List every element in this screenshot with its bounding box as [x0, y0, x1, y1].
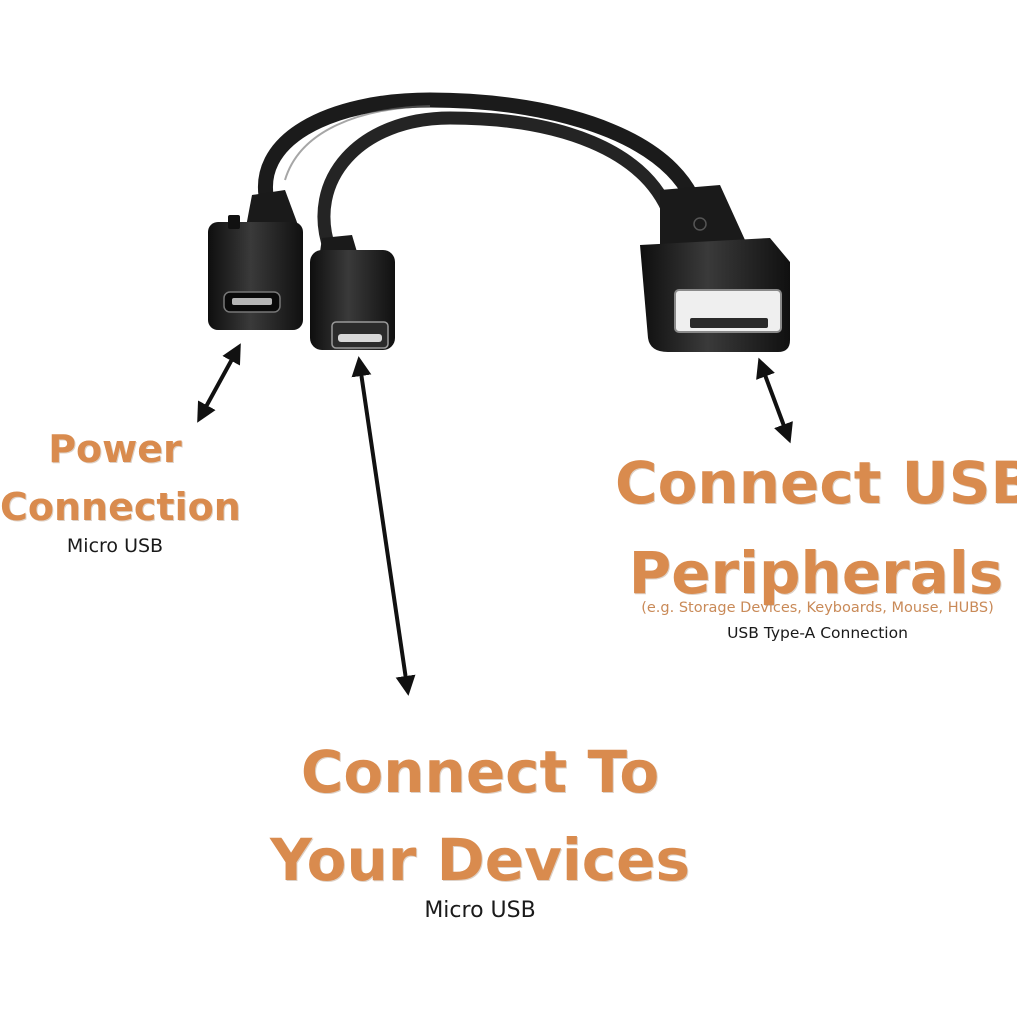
usb-arrow [756, 357, 793, 444]
cable-outer [258, 92, 708, 233]
device-micro-usb-connector [310, 235, 395, 350]
usb-connector-strain-relief [660, 185, 745, 245]
usb-peripherals-title: Connect USB Peripherals [615, 438, 1017, 618]
arrows [197, 343, 793, 696]
power-connector-clip [228, 215, 240, 229]
usb-title-line1: Connect USB [615, 449, 1017, 517]
devices-subtitle: Micro USB [424, 898, 536, 923]
power-connector-body [208, 222, 303, 330]
cable-inner [317, 111, 677, 257]
devices-title-line2: Your Devices [269, 826, 691, 894]
power-arrow [197, 343, 241, 423]
usb-peripherals-subtitle: USB Type-A Connection [727, 624, 908, 642]
power-title-line1: Power [48, 427, 182, 471]
usb-connector-logo [693, 217, 707, 231]
usb-peripherals-hint: (e.g. Storage Devices, Keyboards, Mouse,… [641, 600, 994, 616]
usb-title-line2: Peripherals [628, 539, 1004, 607]
usb-type-a-connector [640, 185, 790, 352]
device-connector-plug-metal [338, 334, 382, 342]
power-micro-usb-connector [208, 190, 303, 330]
cable-highlight [284, 105, 431, 181]
power-connector-port-pins [232, 298, 272, 305]
power-connection-title: Power Connection [0, 420, 241, 536]
cables [258, 92, 708, 257]
usb-connector-port-tongue [690, 318, 768, 328]
devices-title: Connect To Your Devices [255, 728, 705, 904]
power-connection-subtitle: Micro USB [66, 535, 164, 557]
devices-title-line1: Connect To [300, 738, 660, 806]
power-connector-strain-relief [245, 190, 298, 232]
power-title-line2: Connection [0, 485, 241, 529]
devices-arrow [351, 356, 416, 696]
